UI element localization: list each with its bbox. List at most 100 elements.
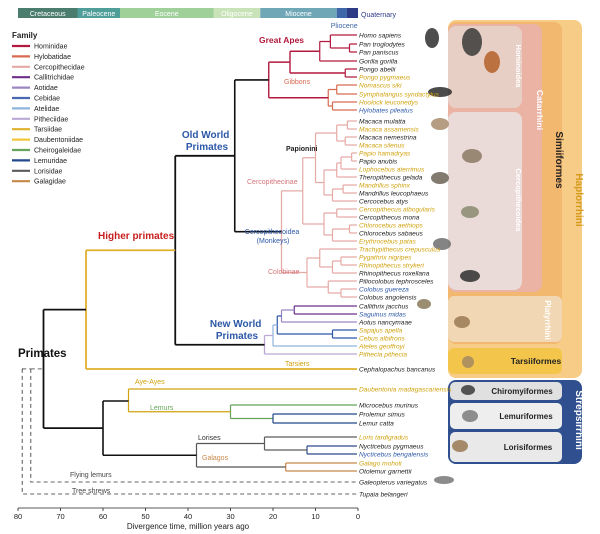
tree-branch <box>280 309 357 323</box>
species-label: Nomascus siki <box>359 82 402 89</box>
species-label: Cebus albifrons <box>359 335 406 342</box>
species-label: Lophocebus aterrimus <box>359 166 425 173</box>
guenon-illustration <box>461 206 479 218</box>
epoch-label-pliocene: Pliocene <box>331 23 358 30</box>
tarsiers-label: Tarsiers <box>285 361 310 368</box>
tree-clade-35 <box>276 315 333 335</box>
old-world-primates-label: Old World Primates <box>182 130 232 153</box>
flying-lemur-branch <box>30 368 357 483</box>
legend-label-galagidae: Galagidae <box>34 179 66 186</box>
tree-branch <box>323 212 337 236</box>
tree-branch <box>331 329 357 339</box>
strepsirrhini-label: Strepsirrhini <box>573 390 584 450</box>
legend-label-hylobatidae: Hylobatidae <box>34 54 71 61</box>
tree-branch <box>42 308 103 430</box>
species-label: Pan paniscus <box>359 49 399 56</box>
species-label: Piliocolobus tephrosceles <box>359 278 434 285</box>
species-label: Daubentonia madagascariensis <box>359 386 452 393</box>
epoch-band-oligocene <box>213 8 261 18</box>
tree-clade-27 <box>340 288 357 298</box>
species-label: Rhinopithecus strykeri <box>359 262 424 269</box>
marmoset-illustration <box>417 299 431 309</box>
tree-clade-36 <box>272 324 357 347</box>
species-label: Macaca mulatta <box>359 118 406 125</box>
primates-label: Primates <box>18 348 67 360</box>
tree-branch <box>306 445 357 455</box>
outgroup-branches <box>21 367 357 495</box>
lemurs-label: Lemurs <box>150 405 174 412</box>
tree-branch <box>340 256 357 266</box>
gibbon-illustration <box>428 87 452 97</box>
tree-branch <box>285 462 357 472</box>
legend-label-cebidae: Cebidae <box>34 96 60 103</box>
old-world-line2: Primates <box>186 142 229 153</box>
lorisiformes-band <box>450 432 562 462</box>
legend-label-aotidae: Aotidae <box>34 85 58 92</box>
tree-branch <box>331 101 357 111</box>
species-label: Homo sapiens <box>359 32 402 39</box>
tree-clade-20 <box>348 224 357 234</box>
species-label: Callithrix jacchus <box>359 303 409 310</box>
species-label: Ateles geoffroyi <box>358 343 405 350</box>
haplorrhini-label: Haplorrhini <box>573 173 584 227</box>
tree-branch <box>351 152 357 162</box>
tree-clade-25 <box>331 260 357 274</box>
tree-branch <box>327 280 357 294</box>
legend-label-hominidae: Hominidae <box>34 44 68 51</box>
species-label: Macaca assamensis <box>359 126 419 133</box>
cercopithecoidea-line1: Cercopithecoidea <box>245 229 300 236</box>
tree-branch <box>85 249 357 370</box>
tree-branch <box>346 120 357 130</box>
cercopithecoidea-line2: (Monkeys) <box>257 238 290 245</box>
tree-branch <box>342 184 357 194</box>
species-label: Pithecia pithecia <box>359 351 407 358</box>
epoch-band-paleocene <box>77 8 120 18</box>
tree-clade-41 <box>272 413 357 424</box>
hominoidea-label: Hominoidea <box>514 45 523 89</box>
epoch-band-quaternary <box>346 8 358 18</box>
tree-branch <box>336 208 357 218</box>
legend-label-atelidae: Atelidae <box>34 106 59 113</box>
tree-clade-42 <box>306 445 357 455</box>
species-label: Nycticebus bengalensis <box>359 451 429 458</box>
cercopithecinae-label: Cercopithecinae <box>247 179 298 186</box>
mandrill-illustration <box>431 172 449 184</box>
lemuriformes-band <box>450 403 562 429</box>
chiromyiformes-band <box>450 382 562 400</box>
species-label: Cephalopachus bancanus <box>359 366 436 373</box>
legend-label-tarsiidae: Tarsiidae <box>34 127 62 134</box>
tree-clade-0 <box>348 43 357 53</box>
langur-illustration <box>433 238 451 250</box>
species-label: Galeopterus variegatus <box>359 479 428 486</box>
epoch-label-eocene: Eocene <box>155 11 179 18</box>
colobinae-label: Colobinae <box>268 269 300 276</box>
legend-label-lorisidae: Lorisidae <box>34 168 63 175</box>
legend-label-pitheciidae: Pitheciidae <box>34 116 68 123</box>
side-bands: Haplorrhini Simiiformes Catarrhini Homin… <box>448 20 584 464</box>
species-label: Colobus guereza <box>359 286 409 293</box>
axis-tick-label: 40 <box>184 512 192 521</box>
tree-branch <box>263 436 357 451</box>
species-label: Galago moholi <box>359 460 402 467</box>
tree-branch <box>344 136 357 146</box>
tree-branch <box>314 132 337 184</box>
legend-label-lemuridae: Lemuridae <box>34 158 67 165</box>
cercopithecoidea-side-label: Cercopithecoidea <box>514 169 523 233</box>
species-label: Theropithecus gelada <box>359 174 423 181</box>
primate-illustrations <box>417 28 500 484</box>
tree-branch <box>340 288 357 298</box>
lorisiformes-label: Lorisiformes <box>504 443 553 452</box>
higher-primates-label: Higher primates <box>98 231 175 242</box>
tree-branch <box>276 315 333 335</box>
lemuriformes-label: Lemuriformes <box>499 412 553 421</box>
galagos-label: Galagos <box>202 455 229 462</box>
tree-shrew-branch <box>21 368 357 495</box>
tree-clade-39 <box>85 249 357 370</box>
tree-branch <box>329 34 357 49</box>
species-label: Cercocebus atys <box>359 198 409 205</box>
tree-clade-10 <box>344 136 357 146</box>
